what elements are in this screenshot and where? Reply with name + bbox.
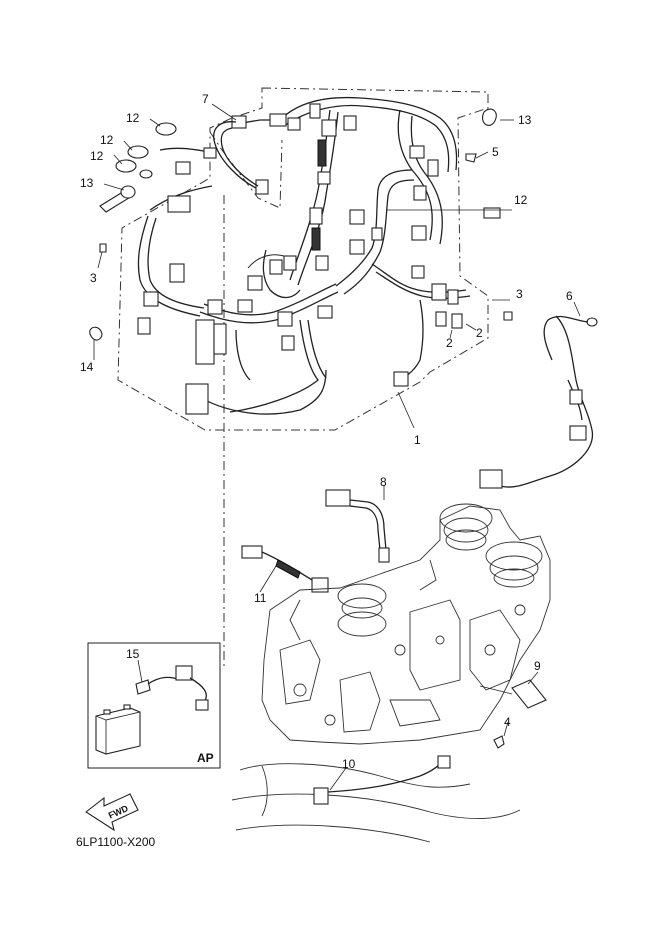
callout-12c: 12 — [90, 149, 104, 163]
harness-assembly-boundary — [117, 87, 489, 670]
callout-9: 9 — [534, 659, 541, 673]
callout-4: 4 — [504, 715, 511, 729]
callout-7: 7 — [202, 92, 209, 106]
wire-clamps — [99, 108, 501, 219]
callout-numbers: 1 2 2 3 3 4 5 6 7 8 9 10 11 12 12 12 12 … — [80, 92, 573, 771]
callout-10: 10 — [342, 757, 356, 771]
drawing-code: 6LP1100-X200 — [76, 835, 156, 849]
callout-13a: 13 — [80, 176, 94, 190]
callout-12d: 12 — [514, 193, 528, 207]
callout-5: 5 — [492, 145, 499, 159]
callout-11: 11 — [254, 591, 267, 605]
leader-lines — [93, 103, 581, 791]
harness-connectors — [137, 103, 463, 415]
lead-wire-6 — [479, 315, 598, 489]
engine-block — [261, 503, 551, 745]
callout-13b: 13 — [518, 113, 532, 127]
bolts — [89, 243, 513, 749]
callout-1: 1 — [414, 433, 421, 447]
callout-3b: 3 — [516, 287, 523, 301]
sub-harness-7 — [213, 121, 259, 189]
callout-15: 15 — [126, 647, 140, 661]
callout-6: 6 — [566, 289, 573, 303]
sensor-9 — [479, 679, 547, 709]
fwd-arrow: FWD — [85, 793, 139, 832]
callout-2a: 2 — [446, 336, 453, 350]
callout-3a: 3 — [90, 271, 97, 285]
callout-14: 14 — [80, 360, 94, 374]
ap-label: AP — [197, 751, 214, 765]
callout-12b: 12 — [100, 133, 114, 147]
callout-2b: 2 — [476, 326, 483, 340]
callout-8: 8 — [380, 475, 387, 489]
sensor-11 — [241, 545, 329, 593]
sensor-8 — [325, 489, 390, 563]
callout-12a: 12 — [126, 111, 140, 125]
main-wire-harness — [137, 96, 471, 415]
ap-inset: AP — [87, 642, 221, 769]
harness-10 — [231, 755, 521, 843]
